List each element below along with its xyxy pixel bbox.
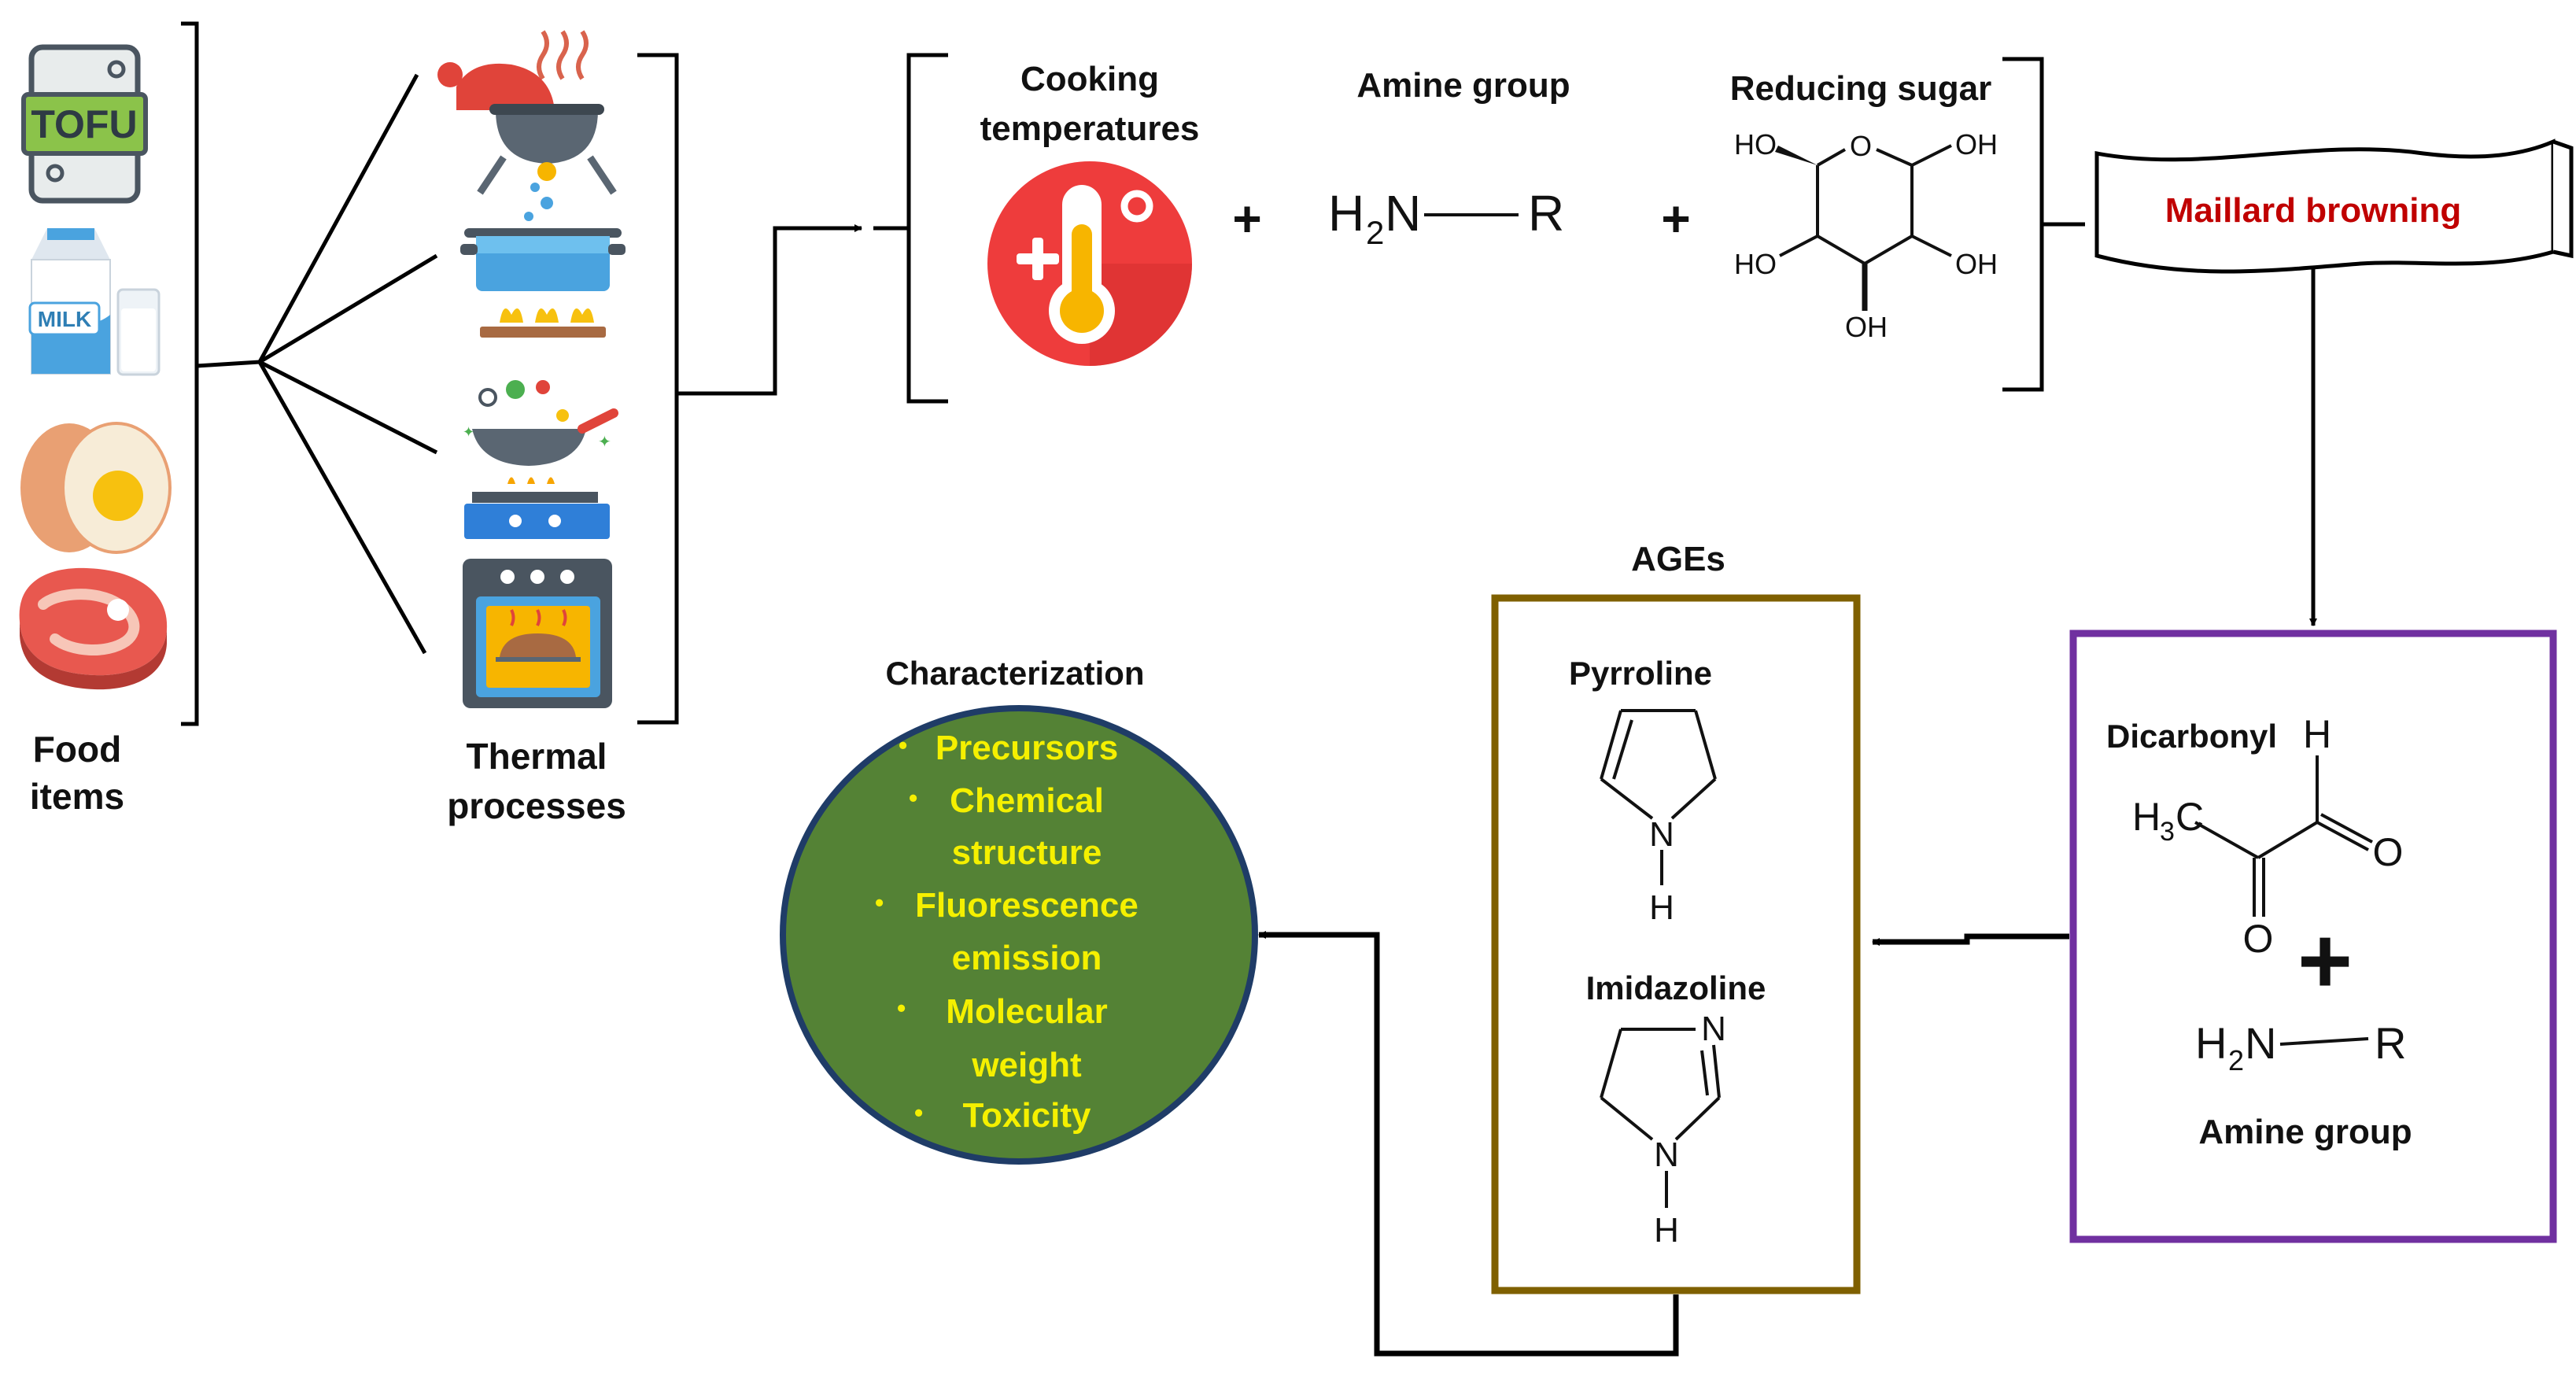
pyrroline-structure — [1600, 709, 1717, 885]
svg-text:✦: ✦ — [463, 424, 474, 440]
sugar-oh-bottom: OH — [1955, 248, 1998, 280]
tofu-text: TOFU — [31, 102, 137, 146]
tofu-icon: TOFU — [21, 44, 148, 204]
thermal-label-line1: Thermal — [467, 736, 607, 777]
ages-box — [1491, 594, 1861, 1294]
pyrroline-n: N — [1649, 815, 1674, 854]
imidazoline-n-top: N — [1701, 1010, 1726, 1048]
thermometer-icon — [987, 161, 1192, 366]
aldehyde-o: O — [2373, 830, 2404, 874]
sugar-ring-o: O — [1850, 130, 1872, 162]
h3c-sub: 3 — [2160, 817, 2175, 847]
food-items-label-line2: items — [30, 776, 124, 817]
amine-h: H — [1328, 185, 1364, 242]
food-bracket — [181, 21, 199, 726]
dicarbonyl-amine-label: Amine group — [2198, 1113, 2412, 1151]
svg-text:•: • — [897, 994, 906, 1022]
amine-n: N — [1385, 185, 1421, 242]
sugar-oh-top: OH — [1955, 128, 1998, 161]
thermal-bracket — [637, 53, 679, 725]
sugar-ho-bottom: HO — [1734, 248, 1777, 280]
amine2-sub: 2 — [2228, 1044, 2244, 1076]
amine2-n: N — [2245, 1018, 2276, 1068]
meat-icon — [19, 567, 168, 690]
h3c-c: C — [2176, 795, 2204, 839]
imidazoline-h: H — [1654, 1211, 1679, 1250]
char-item-fluorescence: Fluorescence — [915, 886, 1139, 925]
reactants-left-bracket — [906, 53, 948, 404]
char-item-molecular: Molecular — [946, 992, 1107, 1031]
amine2-r: R — [2375, 1018, 2406, 1068]
svg-text:•: • — [899, 731, 907, 759]
pyrroline-label: Pyrroline — [1569, 655, 1712, 692]
char-item-structure: structure — [952, 833, 1102, 872]
boiling-pot-icon — [460, 183, 626, 338]
amine-r: R — [1528, 185, 1564, 242]
char-item-emission: emission — [952, 939, 1102, 977]
maillard-browning-banner: Maillard browning — [2094, 138, 2574, 274]
ketone-o: O — [2243, 917, 2274, 961]
imidazoline-structure — [1600, 1028, 1721, 1208]
char-item-weight: weight — [971, 1046, 1082, 1084]
h3c-h: H — [2132, 795, 2161, 839]
reactants-right-bracket — [2002, 57, 2044, 392]
milk-text: MILK — [38, 307, 91, 331]
cooking-temperatures-line1: Cooking — [1020, 60, 1159, 98]
characterization-title: Characterization — [885, 655, 1144, 692]
pyrroline-h: H — [1649, 888, 1674, 927]
imidazoline-n: N — [1654, 1135, 1679, 1174]
imidazoline-label: Imidazoline — [1586, 969, 1766, 1006]
characterization-list: • Precursors • Chemical structure • Fluo… — [875, 729, 1139, 1135]
milk-icon: MILK — [28, 228, 161, 376]
reducing-sugar-title: Reducing sugar — [1730, 69, 1992, 108]
amine-sub: 2 — [1366, 214, 1384, 251]
amine2-h: H — [2195, 1018, 2227, 1068]
amine-formula: H 2 N R — [1328, 185, 1564, 251]
char-item-chemical: Chemical — [950, 781, 1104, 820]
dicarbonyl-box — [2069, 630, 2557, 1243]
char-item-toxicity: Toxicity — [962, 1096, 1091, 1135]
egg-icon — [20, 422, 172, 554]
ages-to-characterization-arrow — [1258, 931, 1679, 1357]
char-item-precursors: Precursors — [936, 729, 1118, 767]
amine-group-title: Amine group — [1356, 66, 1570, 105]
svg-text:•: • — [914, 1099, 923, 1127]
frying-pan-icon: ✦ ✦ — [463, 380, 618, 539]
grill-icon — [437, 30, 617, 195]
dicarbonyl-to-ages-arrow — [1872, 933, 2069, 946]
plus-sign-2: + — [1661, 190, 1690, 247]
food-items-label-line1: Food — [33, 729, 121, 770]
sugar-oh-lower: OH — [1845, 311, 1888, 343]
glucose-structure — [1775, 144, 1952, 311]
svg-text:•: • — [909, 784, 917, 812]
dicarbonyl-amine-formula: H 2 N R — [2195, 1018, 2406, 1076]
svg-text:•: • — [875, 888, 884, 917]
dicarbonyl-title: Dicarbonyl — [2106, 718, 2277, 755]
characterization-circle — [780, 705, 1258, 1165]
dicarbonyl-structure — [2194, 755, 2373, 917]
aldehyde-h: H — [2303, 712, 2331, 756]
plus-sign-1: + — [1232, 190, 1261, 247]
oven-icon — [463, 559, 612, 708]
cooking-temperatures-line2: temperatures — [980, 109, 1200, 148]
svg-text:✦: ✦ — [598, 434, 611, 451]
fan-lines — [196, 73, 438, 655]
sugar-ho-top: HO — [1734, 128, 1777, 161]
thermal-label-line2: processes — [447, 785, 626, 826]
thermal-to-reactants-arrow — [677, 224, 862, 396]
dicarbonyl-plus: + — [2297, 908, 2353, 1014]
maillard-browning-label: Maillard browning — [2165, 191, 2461, 230]
ages-title: AGEs — [1631, 540, 1725, 578]
